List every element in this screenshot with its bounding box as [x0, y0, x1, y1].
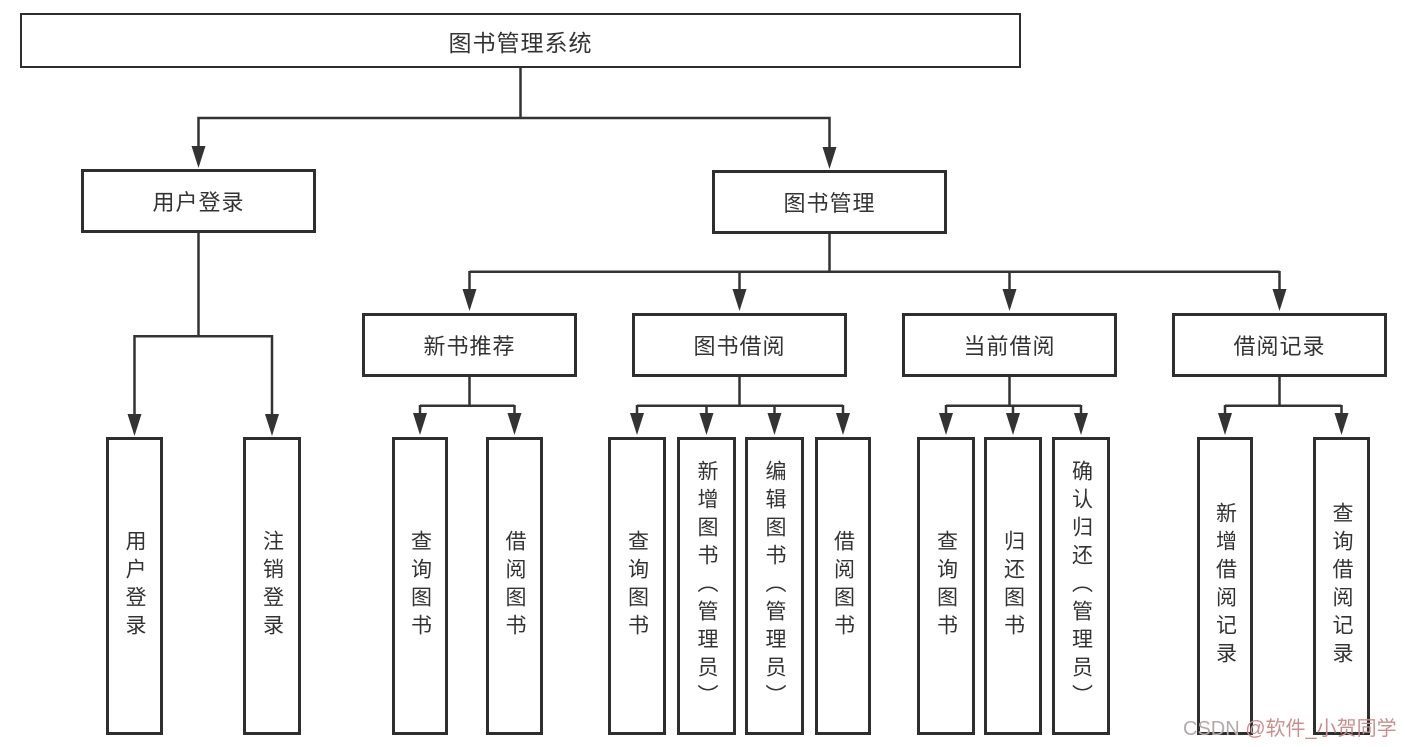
leaf-add-borrow-record: 新增借阅记录 [1197, 437, 1253, 735]
arrowhead [1272, 289, 1287, 311]
arrowhead [630, 413, 644, 435]
leaf-logout: 注销登录 [243, 437, 301, 735]
connector-current-borrow-to-leaves [944, 377, 1083, 416]
watermark-prefix: CSDN [1183, 718, 1246, 740]
arrowhead [767, 413, 782, 435]
arrowhead [265, 414, 279, 436]
node-new-book-recommend: 新书推荐 [362, 313, 577, 377]
node-label: 图书借阅 [693, 334, 786, 359]
leaf-confirm-return-admin: 确认归还（管理员） [1052, 437, 1110, 735]
node-label: 图书管理系统 [448, 29, 593, 56]
connector-new-book-to-leaves [418, 377, 516, 416]
arrowhead [836, 413, 850, 435]
leaf-borrow-book-newbook: 借阅图书 [486, 437, 543, 735]
node-label: 借阅图书 [831, 530, 855, 642]
node-label: 查询图书 [625, 530, 649, 642]
node-label: 查询借阅记录 [1330, 502, 1354, 670]
connector-book-mgmt-to-level3 [468, 234, 1281, 293]
node-root-system: 图书管理系统 [20, 13, 1021, 68]
node-label: 查询图书 [408, 530, 432, 642]
node-label: 图书管理 [783, 191, 876, 216]
arrowhead [1218, 413, 1232, 435]
arrowhead [127, 414, 142, 436]
arrowhead [822, 147, 837, 169]
leaf-edit-book-admin: 编辑图书（管理员） [745, 437, 804, 735]
node-label: 查询图书 [934, 530, 958, 642]
node-label: 借阅记录 [1233, 334, 1326, 359]
node-label: 新增借阅记录 [1213, 502, 1237, 670]
connector-root-to-level2 [197, 68, 831, 151]
node-label: 用户登录 [123, 530, 147, 642]
arrowhead [939, 413, 953, 435]
leaf-query-book-borrow: 查询图书 [608, 437, 666, 735]
arrowhead [413, 413, 427, 435]
connector-book-borrow-to-leaves [635, 377, 845, 416]
watermark-handle: @软件_小贺同学 [1245, 718, 1397, 740]
leaf-query-borrow-record: 查询借阅记录 [1313, 437, 1370, 735]
leaf-add-book-admin: 新增图书（管理员） [677, 437, 736, 735]
arrowhead [507, 413, 522, 435]
leaf-query-book-newbook: 查询图书 [392, 437, 448, 735]
node-book-management: 图书管理 [712, 170, 947, 234]
node-label: 归还图书 [1001, 530, 1025, 642]
arrowhead [1002, 289, 1017, 311]
arrowhead [1006, 413, 1020, 435]
arrowhead [1074, 413, 1088, 435]
node-label: 编辑图书（管理员） [763, 460, 787, 712]
arrowhead [699, 413, 714, 435]
watermark: CSDN @软件_小贺同学 [1183, 712, 1397, 741]
connector-borrow-record-to-leaves [1223, 377, 1343, 416]
leaf-borrow-book: 借阅图书 [815, 437, 871, 735]
leaf-query-book-current: 查询图书 [917, 437, 975, 735]
node-user-login: 用户登录 [81, 169, 316, 233]
node-label: 用户登录 [152, 190, 245, 215]
node-label: 新书推荐 [423, 334, 516, 359]
node-book-borrow: 图书借阅 [632, 313, 847, 377]
connector-user-login-to-leaves [133, 233, 274, 416]
arrowhead [191, 146, 206, 168]
node-label: 当前借阅 [963, 334, 1056, 359]
node-label: 确认归还（管理员） [1069, 460, 1093, 712]
leaf-return-book: 归还图书 [984, 437, 1042, 735]
node-label: 注销登录 [260, 530, 284, 642]
arrowhead [732, 289, 747, 311]
node-borrow-records: 借阅记录 [1172, 313, 1387, 377]
arrowhead [1334, 413, 1349, 435]
leaf-user-login: 用户登录 [106, 437, 163, 735]
node-current-borrow: 当前借阅 [902, 313, 1117, 377]
arrowhead [462, 289, 477, 311]
node-label: 借阅图书 [503, 530, 527, 642]
node-label: 新增图书（管理员） [695, 460, 719, 712]
